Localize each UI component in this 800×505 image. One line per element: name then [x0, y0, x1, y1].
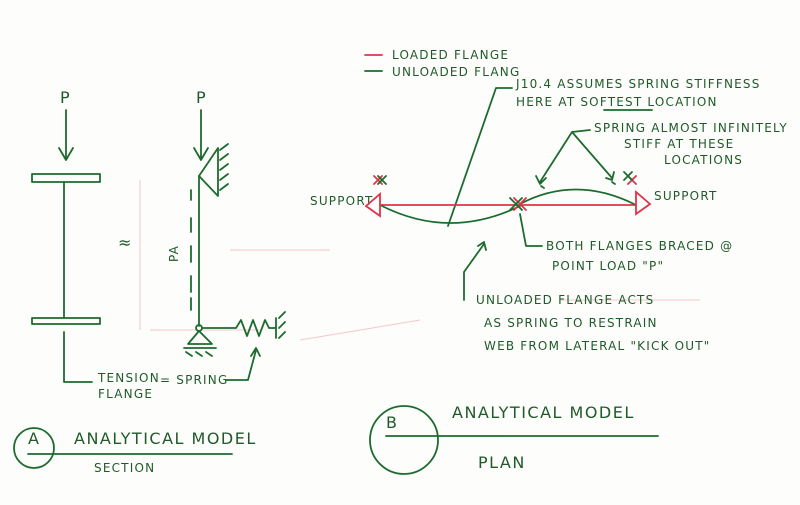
- note-stiff-line1: SPRING ALMOST INFINITELY: [594, 121, 788, 135]
- equals-spring-label: = SPRING: [160, 373, 228, 387]
- legend: LOADED FLANGE UNLOADED FLANG: [364, 48, 521, 79]
- unloaded-note-leader: [463, 241, 487, 301]
- load-arrow-right: [193, 109, 209, 161]
- support-right-triangle: [635, 190, 652, 216]
- legend-loaded-label: LOADED FLANGE: [392, 48, 509, 62]
- tension-flange-line1: TENSION: [97, 371, 160, 385]
- section-circle-marker: [13, 427, 55, 469]
- plan-circle-letter: B: [386, 413, 398, 432]
- legend-unloaded-label: UNLOADED FLANG: [392, 65, 521, 79]
- brace-mark-right-green: [623, 171, 633, 181]
- unloaded-flange-right-curve: [519, 188, 635, 205]
- brace-mark-left-green: [377, 175, 387, 185]
- top-lateral-support: [198, 143, 229, 197]
- note-stiff-line2: STIFF AT THESE: [624, 137, 734, 151]
- load-arrow-left: [58, 109, 74, 161]
- unloaded-note-line1: UNLOADED FLANGE ACTS: [476, 293, 654, 307]
- unloaded-flange-dots: [540, 181, 616, 189]
- bottom-spring: [201, 311, 286, 339]
- bleed-through-marks: [139, 180, 700, 341]
- approx-symbol: ≈: [118, 233, 133, 252]
- unloaded-note-line3: WEB FROM LATERAL "KICK OUT": [484, 339, 711, 353]
- member-label: PA: [167, 245, 181, 262]
- plan-view: J10.4 ASSUMES SPRING STIFFNESS HERE AT S…: [310, 77, 788, 475]
- spring-leader: [225, 347, 261, 381]
- braced-leader: [519, 213, 543, 247]
- note-stiff-line3: LOCATIONS: [664, 153, 743, 167]
- unloaded-flange-left-curve: [381, 205, 521, 224]
- plan-subtitle: PLAN: [478, 453, 526, 472]
- support-label-left: SUPPORT: [310, 194, 374, 208]
- braced-line1: BOTH FLANGES BRACED @: [546, 239, 733, 253]
- plan-title: ANALYTICAL MODEL: [452, 403, 635, 422]
- support-label-right: SUPPORT: [654, 189, 718, 203]
- section-view: P ≈ P PA TENSION FLANGE = SPRING A ANALY…: [13, 88, 286, 475]
- braced-line2: POINT LOAD "P": [552, 259, 664, 273]
- bottom-pin-support: [183, 330, 217, 357]
- note-j104-line1: J10.4 ASSUMES SPRING STIFFNESS: [515, 77, 761, 91]
- load-label-left: P: [60, 88, 71, 107]
- brace-mark-center-green: [509, 197, 523, 211]
- ibeam-bottom-flange: [31, 317, 101, 325]
- brace-mark-center: [513, 197, 527, 211]
- section-subtitle: SECTION: [94, 461, 155, 475]
- section-circle-letter: A: [28, 429, 40, 448]
- note-j104-leader: [447, 87, 513, 227]
- plan-circle-marker: [369, 405, 439, 475]
- tension-flange-leader: [63, 331, 93, 383]
- brace-mark-left: [373, 175, 383, 185]
- tension-flange-line2: FLANGE: [98, 387, 153, 401]
- ibeam-top-flange: [31, 173, 101, 183]
- note-stiff-leaders: [535, 129, 615, 185]
- note-j104-line2: HERE AT SOFTEST LOCATION: [516, 95, 718, 109]
- section-title: ANALYTICAL MODEL: [74, 429, 257, 448]
- unloaded-note-line2: AS SPRING TO RESTRAIN: [484, 316, 658, 330]
- load-label-right: P: [196, 88, 207, 107]
